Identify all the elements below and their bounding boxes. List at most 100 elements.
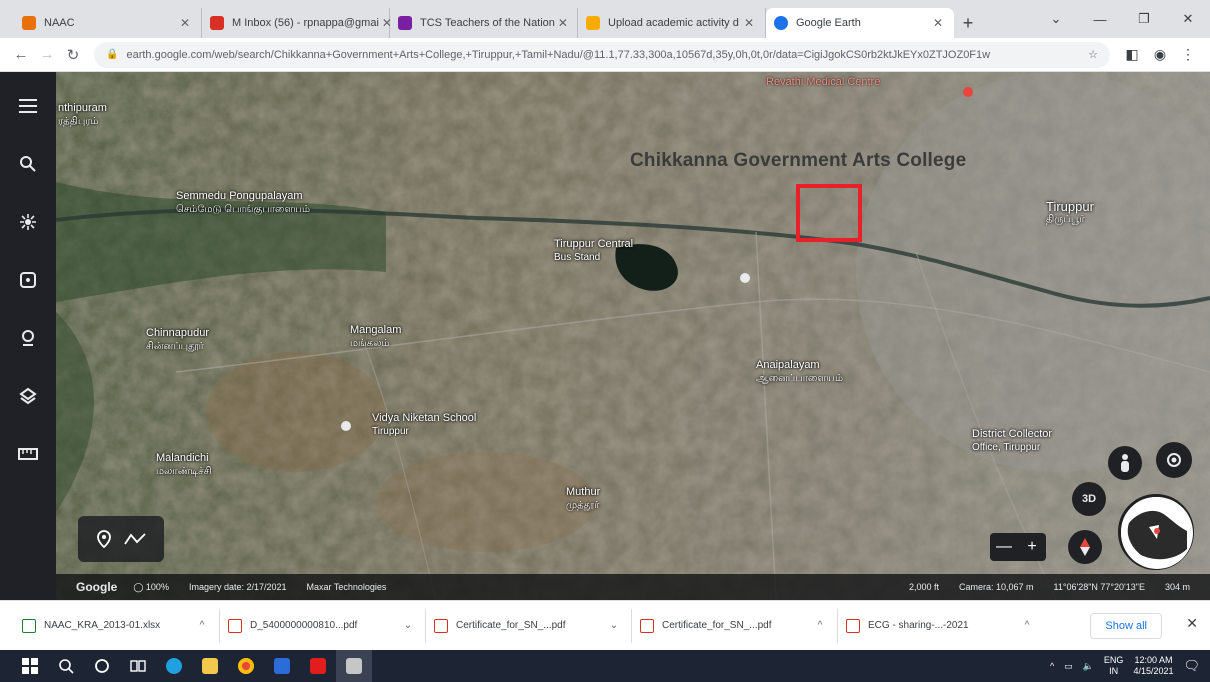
tab-naac[interactable]: NAAC ✕: [14, 8, 202, 38]
map-style-layers-icon[interactable]: [8, 376, 48, 416]
show-hidden-icons-chevron-icon[interactable]: ^: [1049, 661, 1055, 671]
chevron-down-icon[interactable]: ⌄: [609, 620, 619, 631]
voyager-icon[interactable]: [8, 202, 48, 242]
new-tab-plus-icon[interactable]: +: [962, 12, 974, 33]
tcs-favicon-icon: [398, 16, 412, 30]
download-item[interactable]: D_5400000000810...pdf ⌄: [220, 608, 426, 643]
earth-status-bar: Google ◯ 100% Imagery date: 2/17/2021 Ma…: [56, 574, 1210, 600]
my-location-icon[interactable]: [1156, 442, 1192, 478]
naac-favicon-icon: [22, 16, 36, 30]
forward-arrow-icon[interactable]: →: [39, 46, 55, 63]
tab-upload[interactable]: Upload academic activity d ✕: [578, 8, 766, 38]
projects-icon[interactable]: [8, 318, 48, 358]
close-tab-icon[interactable]: ✕: [179, 16, 191, 30]
back-arrow-icon[interactable]: ←: [13, 46, 29, 63]
profile-avatar-icon[interactable]: ◉: [1153, 46, 1167, 62]
edge-browser-icon[interactable]: [156, 650, 192, 682]
hamburger-menu-icon[interactable]: [8, 86, 48, 126]
chevron-up-icon[interactable]: ^: [1024, 620, 1030, 631]
close-tab-icon[interactable]: ✕: [932, 16, 944, 30]
cortana-circle-icon[interactable]: [84, 650, 120, 682]
download-item[interactable]: Certificate_for_SN_...pdf ^: [632, 608, 838, 643]
close-window-icon[interactable]: ✕: [1182, 11, 1194, 26]
pdf-file-icon: [434, 618, 448, 633]
imagery-date: Imagery date: 2/17/2021: [188, 582, 287, 592]
maximize-icon[interactable]: ❐: [1138, 11, 1150, 26]
word-app-icon[interactable]: [264, 650, 300, 682]
show-all-downloads-button[interactable]: Show all: [1090, 613, 1162, 639]
lock-icon[interactable]: 🔒: [106, 49, 119, 60]
tab-title: TCS Teachers of the Nation: [420, 17, 555, 29]
url-text: earth.google.com/web/search/Chikkanna+Go…: [126, 48, 991, 61]
browser-tab-strip: NAAC ✕ M Inbox (56) - rpnappa@gmai ✕ TCS…: [0, 0, 1210, 38]
map-layers-toggle[interactable]: [78, 516, 164, 562]
elevation: 304 m: [1164, 582, 1190, 592]
tab-inbox[interactable]: M Inbox (56) - rpnappa@gmai ✕: [202, 8, 392, 38]
windows-start-icon[interactable]: [12, 650, 48, 682]
search-icon[interactable]: [8, 144, 48, 184]
close-tab-icon[interactable]: ✕: [557, 16, 568, 30]
file-explorer-icon[interactable]: [192, 650, 228, 682]
volume-icon[interactable]: 🔈: [1082, 660, 1094, 671]
close-tab-icon[interactable]: ✕: [743, 16, 755, 30]
download-item[interactable]: NAAC_KRA_2013-01.xlsx ^: [14, 608, 220, 643]
path-line-icon[interactable]: [124, 532, 146, 546]
mini-globe[interactable]: [1118, 494, 1194, 570]
extension-icon[interactable]: ◧: [1125, 46, 1139, 62]
pegman-icon[interactable]: [1108, 446, 1142, 480]
taskbar-search-icon[interactable]: [48, 650, 84, 682]
close-downloads-icon[interactable]: ✕: [1186, 615, 1198, 631]
download-item[interactable]: ECG - sharing-...-2021 ^: [838, 609, 1044, 643]
chrome-browser-icon[interactable]: [228, 650, 264, 682]
feeling-lucky-dice-icon[interactable]: [8, 260, 48, 300]
download-item[interactable]: Certificate_for_SN_...pdf ⌄: [426, 608, 632, 643]
google-earth-viewport: Revathi Medical Centre Chikkanna Governm…: [0, 72, 1210, 601]
toggle-3d-button[interactable]: 3D: [1072, 482, 1106, 516]
tab-tcs[interactable]: TCS Teachers of the Nation ✕: [390, 8, 578, 38]
satellite-map[interactable]: [55, 72, 1210, 601]
minimize-icon[interactable]: —: [1093, 11, 1107, 27]
address-bar[interactable]: 🔒 earth.google.com/web/search/Chikkanna+…: [94, 41, 1110, 68]
zoom-in-icon[interactable]: +: [1027, 538, 1037, 555]
network-icon[interactable]: ▭: [1064, 660, 1073, 671]
zoom-control: — +: [990, 533, 1046, 561]
hospital-label[interactable]: Revathi Medical Centre: [766, 76, 881, 88]
compass-icon[interactable]: [1068, 530, 1102, 564]
imagery-credit[interactable]: Maxar Technologies: [306, 582, 387, 592]
tab-search-chevron-icon[interactable]: ⌄: [1050, 11, 1062, 26]
chevron-up-icon[interactable]: ^: [817, 620, 823, 631]
measure-ruler-icon[interactable]: [8, 434, 48, 474]
tab-title: Google Earth: [796, 17, 861, 29]
chevron-down-icon[interactable]: ⌄: [403, 620, 413, 631]
chevron-up-icon[interactable]: ^: [199, 620, 205, 631]
zoom-out-icon[interactable]: —: [996, 538, 1012, 555]
notifications-icon[interactable]: 🗨: [1183, 658, 1200, 673]
acrobat-app-icon[interactable]: [300, 650, 336, 682]
college-highlight-box: [796, 184, 862, 242]
menu-kebab-icon[interactable]: ⋮: [1181, 46, 1195, 62]
tab-google-earth[interactable]: Google Earth ✕: [766, 8, 954, 38]
google-logo: Google: [76, 580, 118, 594]
earth-app-icon[interactable]: [336, 650, 372, 682]
location-pin-icon[interactable]: [96, 530, 112, 549]
task-view-icon[interactable]: [120, 650, 156, 682]
bookmark-star-icon[interactable]: ☆: [1088, 49, 1098, 61]
globe-zoom-indicator[interactable]: ◯ 100%: [133, 581, 169, 592]
reload-icon[interactable]: ↻: [66, 46, 80, 64]
close-tab-icon[interactable]: ✕: [381, 16, 392, 30]
